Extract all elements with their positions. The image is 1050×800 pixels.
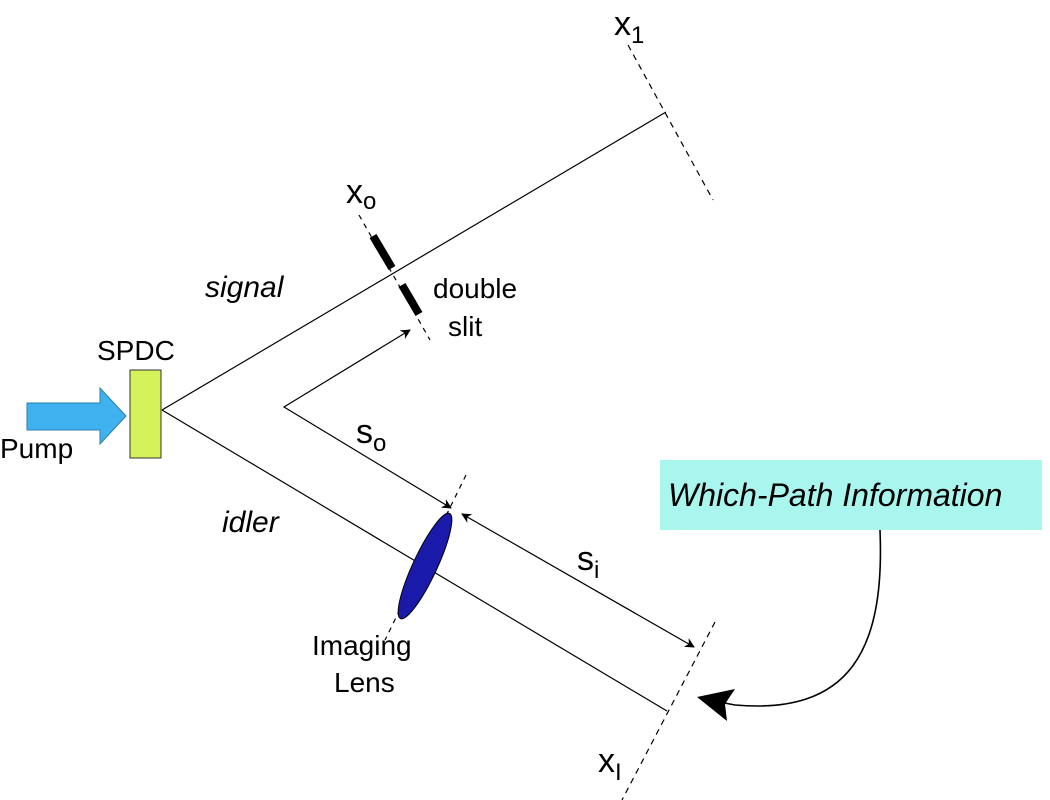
so-distance-arrow <box>282 329 452 509</box>
pump-label: Pump <box>0 433 73 464</box>
xo-symbol: xo <box>346 173 376 215</box>
which-path-box <box>660 460 1042 530</box>
which-path-text: Which-Path Information <box>668 477 1002 513</box>
double-slit-axis <box>358 214 431 341</box>
x1-plane <box>627 44 714 201</box>
double-slit-bar-lower <box>398 282 423 317</box>
double-slit-label-2: slit <box>448 311 482 342</box>
double-slit-label-1: double <box>433 273 517 304</box>
idler-label: idler <box>222 506 280 539</box>
spdc-label: SPDC <box>97 335 175 366</box>
which-path-curve-arrow <box>713 529 882 707</box>
si-distance-arrow <box>461 513 695 648</box>
x1-symbol: x1 <box>614 5 644 49</box>
spdc-crystal <box>129 369 162 459</box>
double-slit-bar-upper <box>369 233 396 271</box>
imaging-lens-label-2: Lens <box>334 667 395 698</box>
signal-label: signal <box>205 271 285 304</box>
imaging-lens <box>397 512 453 620</box>
xi-plane <box>621 621 716 800</box>
so-symbol: so <box>356 413 386 457</box>
which-path-arrowhead <box>697 689 735 721</box>
si-symbol: si <box>577 540 599 584</box>
pump-arrow <box>26 386 127 446</box>
imaging-lens-label-1: Imaging <box>312 630 412 661</box>
signal-beam <box>161 111 667 411</box>
xi-symbol: xI <box>598 742 622 786</box>
